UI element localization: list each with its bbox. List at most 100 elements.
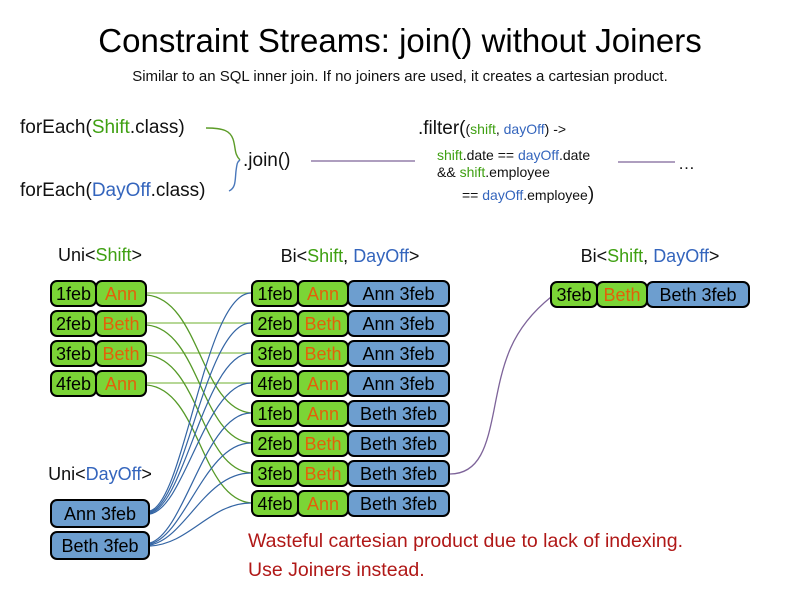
shift-row-date: 1feb [50, 280, 97, 307]
shift-row-employee: Beth [95, 310, 147, 337]
filtered-row-date: 3feb [550, 281, 598, 308]
join-row-date: 3feb [251, 340, 299, 367]
ellipsis: … [678, 154, 696, 173]
wire-beth-join7 [149, 472, 252, 546]
wire-join7-filtered [449, 296, 552, 475]
shift-row-employee: Ann [95, 370, 147, 397]
wire-beth-join6 [149, 442, 252, 545]
dayoff-type-token: DayOff [653, 246, 709, 266]
code-text: .date == [462, 147, 518, 163]
dayoff-param-token: dayOff [482, 187, 524, 203]
wire-shift2-join6 [146, 324, 252, 444]
wire-shift1-join5 [146, 294, 252, 414]
label-text: > [141, 464, 152, 484]
code-text: ) -> [544, 121, 567, 137]
wire-beth-join5 [149, 412, 252, 544]
code-text: .class) [129, 117, 185, 138]
dayoff-row: Beth 3feb [50, 531, 150, 560]
page-title: Constraint Streams: join() without Joine… [98, 22, 702, 59]
join-row-employee: Beth [297, 460, 349, 487]
dayoff-type-token: DayOff [353, 246, 409, 266]
join-row-dayoff: Ann 3feb [347, 280, 450, 307]
code-filter-head: .filter((shift, dayOff) -> [418, 118, 566, 140]
label-text: Uni< [57, 245, 96, 265]
wire-ann-join2 [149, 322, 252, 513]
label-uni-dayoff: Uni<DayOff> [30, 464, 170, 485]
code-filter-body-line3: == dayOff.employee) [462, 184, 594, 206]
code-text: .employee [523, 187, 588, 203]
dayoff-param-token: dayOff [517, 147, 559, 163]
wire-shift3-join7 [146, 354, 252, 474]
wire-ann-join1 [149, 292, 252, 512]
shift-row-date: 4feb [50, 370, 97, 397]
wire-ann-join3 [149, 352, 252, 514]
code-text: == [462, 187, 483, 203]
label-text: > [408, 246, 420, 266]
filtered-row-dayoff: Beth 3feb [646, 281, 750, 308]
join-row-dayoff: Beth 3feb [347, 460, 450, 487]
wire-beth-join8 [149, 502, 252, 547]
join-row-dayoff: Ann 3feb [347, 310, 450, 337]
warning-line: Use Joiners instead. [248, 559, 425, 581]
page-subtitle: Similar to an SQL inner join. If no join… [132, 68, 668, 85]
join-row-date: 3feb [251, 460, 299, 487]
code-filter-body-line2: && shift.employee [437, 164, 550, 180]
shift-type-token: Shift [307, 246, 344, 266]
join-row-dayoff: Beth 3feb [347, 430, 450, 457]
join-row-date: 1feb [251, 280, 299, 307]
filtered-row-employee: Beth [596, 281, 648, 308]
join-row-employee: Ann [297, 370, 349, 397]
brace-shift-arm [205, 127, 241, 161]
warning-caption: Wasteful cartesian product due to lack o… [248, 527, 683, 585]
join-row-date: 4feb [251, 490, 299, 517]
brace-dayoff-arm [228, 159, 241, 192]
label-text: Bi< [580, 246, 608, 266]
label-uni-shift: Uni<Shift> [30, 245, 170, 266]
code-text: forEach( [20, 117, 92, 138]
join-row-employee: Beth [297, 340, 349, 367]
code-text: ( [465, 121, 471, 137]
closing-paren: ) [587, 184, 595, 205]
code-filter-body-line1: shift.date == dayOff.date [437, 147, 590, 163]
shift-type-token: Shift [95, 245, 132, 265]
code-text: && [437, 164, 460, 180]
join-row-employee: Ann [297, 490, 349, 517]
shift-row-employee: Ann [95, 280, 147, 307]
shift-param-token: shift [459, 164, 486, 180]
code-text: forEach( [20, 180, 92, 201]
join-row-dayoff: Beth 3feb [347, 490, 450, 517]
code-text: .filter( [418, 118, 466, 139]
code-text: .employee [485, 164, 550, 180]
wire-ann-join4 [149, 382, 252, 515]
join-row-employee: Ann [297, 280, 349, 307]
label-bi-filtered: Bi<Shift, DayOff> [550, 246, 750, 267]
code-text: .class) [150, 180, 206, 201]
label-text: Bi< [280, 246, 308, 266]
join-row-date: 4feb [251, 370, 299, 397]
shift-row-date: 2feb [50, 310, 97, 337]
label-text: , [343, 246, 354, 266]
shift-type-token: Shift [607, 246, 644, 266]
wire-shift4-join8 [146, 384, 252, 504]
join-row-date: 2feb [251, 310, 299, 337]
shift-row-employee: Beth [95, 340, 147, 367]
warning-line: Wasteful cartesian product due to lack o… [248, 530, 684, 552]
join-row-dayoff: Beth 3feb [347, 400, 450, 427]
shift-param-token: shift [437, 147, 463, 163]
join-row-date: 1feb [251, 400, 299, 427]
join-row-employee: Beth [297, 430, 349, 457]
shift-param-token: shift [470, 121, 496, 137]
code-foreach-shift: forEach(Shift.class) [20, 117, 185, 139]
label-text: > [708, 246, 720, 266]
dayoff-row: Ann 3feb [50, 499, 150, 528]
lambda-signature: (shift, dayOff) -> [466, 121, 567, 137]
shift-class-token: Shift [91, 117, 130, 138]
code-join-call: .join() [243, 150, 291, 171]
join-row-dayoff: Ann 3feb [347, 370, 450, 397]
shift-row-date: 3feb [50, 340, 97, 367]
label-text: , [643, 246, 654, 266]
label-text: Uni< [48, 464, 86, 484]
join-row-date: 2feb [251, 430, 299, 457]
code-text: .date [558, 147, 591, 163]
